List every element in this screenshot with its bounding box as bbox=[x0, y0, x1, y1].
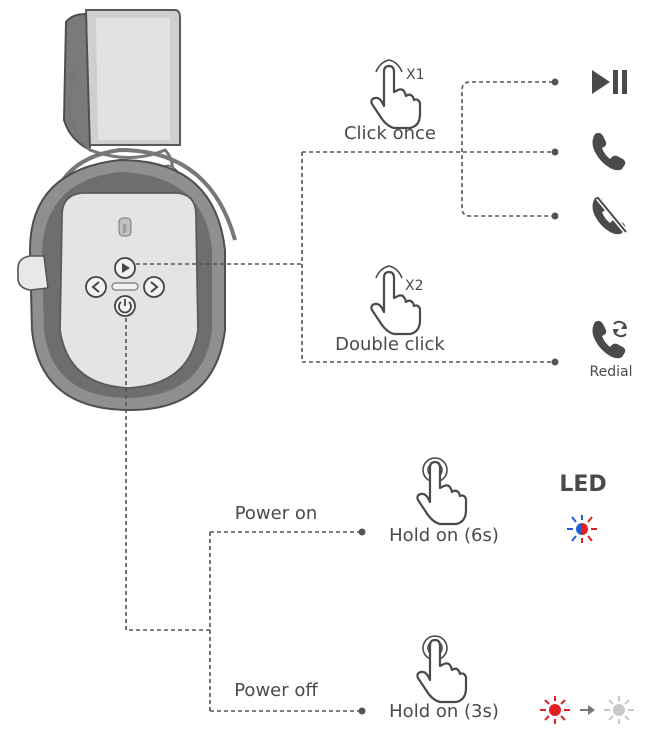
led-heading: LED bbox=[559, 472, 606, 497]
x1-label: X1 bbox=[406, 67, 425, 83]
tap-hand-icon-x2 bbox=[370, 265, 422, 336]
x2-label: X2 bbox=[405, 278, 424, 294]
connector-lines bbox=[125, 78, 559, 715]
power-on-label: Power on bbox=[235, 503, 318, 524]
hold-hand-icon-power-off bbox=[416, 635, 468, 704]
play-pause-icon bbox=[592, 70, 627, 94]
headset-illustration: ᛒ bbox=[17, 9, 237, 412]
click-once-label: Click once bbox=[344, 123, 436, 144]
volume-up-button[interactable] bbox=[143, 276, 165, 298]
volume-down-button[interactable] bbox=[85, 276, 107, 298]
tap-hand-icon-x1 bbox=[370, 59, 422, 130]
hold-hand-icon-power-on bbox=[416, 457, 468, 526]
bluetooth-icon: ᛒ bbox=[122, 224, 128, 235]
led-red-to-off-icon bbox=[540, 696, 634, 724]
redial-label: Redial bbox=[590, 364, 633, 380]
phone-redial-icon bbox=[592, 320, 627, 359]
hold-on-6s-label: Hold on (6s) bbox=[389, 525, 499, 546]
led-indicator bbox=[111, 282, 139, 291]
led-red-blue-icon bbox=[567, 515, 597, 543]
phone-hangup-icon bbox=[592, 196, 628, 235]
power-off-label: Power off bbox=[234, 680, 318, 701]
hold-on-3s-label: Hold on (3s) bbox=[389, 701, 499, 722]
double-click-label: Double click bbox=[335, 334, 445, 355]
phone-answer-icon bbox=[592, 132, 626, 171]
